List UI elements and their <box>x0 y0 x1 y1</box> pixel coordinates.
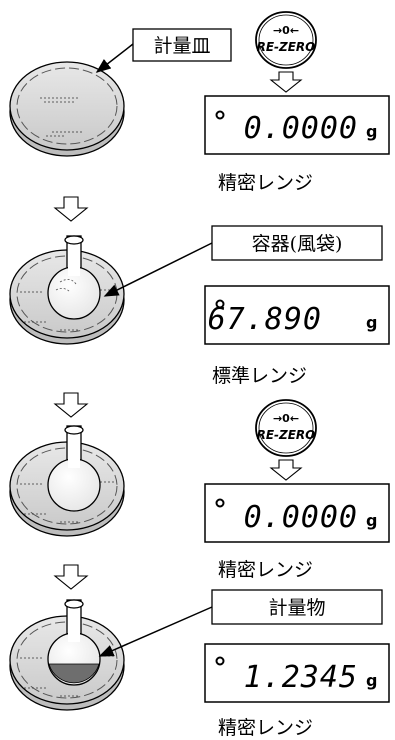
pan-label: 計量皿 <box>153 35 210 57</box>
range-label: 標準レンジ <box>212 365 307 387</box>
stable-indicator-icon <box>215 110 225 120</box>
rezero-key: →0← RE-ZERO <box>255 11 317 69</box>
display-reading: 67.890 <box>208 302 322 337</box>
sample-liquid <box>48 663 100 684</box>
range-label: 精密レンジ <box>218 717 313 739</box>
display-panel: 0.0000 g <box>204 483 390 543</box>
sample-label: 計量物 <box>268 597 325 619</box>
hollow-down-arrow-icon <box>269 459 303 481</box>
step-4: 計量物 1.2345 g 精密レンジ <box>9 589 390 739</box>
step-arrow-icon <box>53 564 89 590</box>
callout-sample: 計量物 <box>98 589 383 657</box>
step-arrow-icon <box>53 392 89 418</box>
stable-indicator-icon <box>215 299 225 309</box>
weighing-pan <box>9 61 125 157</box>
rezero-symbol: →0← <box>273 412 299 425</box>
flask-icon <box>47 235 101 320</box>
callout-pan: 計量皿 <box>95 28 232 73</box>
display-panel: 67.890 g <box>204 285 390 345</box>
display-unit: g <box>366 511 377 530</box>
stable-indicator-icon <box>215 656 225 666</box>
display-reading: 1.2345 <box>244 660 358 695</box>
rezero-key: →0← RE-ZERO <box>255 399 317 457</box>
display-unit: g <box>366 122 377 141</box>
display-reading: 0.0000 <box>244 111 358 146</box>
stable-indicator-icon <box>215 498 225 508</box>
display-unit: g <box>366 313 377 332</box>
step-2: 容器(風袋) 67.890 g 標準レンジ <box>9 225 390 387</box>
step-1: 計量皿 →0← RE-ZERO 0.0000 g 精密レンジ <box>9 11 390 194</box>
range-label: 精密レンジ <box>218 559 313 581</box>
callout-container: 容器(風袋) <box>103 225 383 297</box>
display-panel: 1.2345 g <box>204 643 390 703</box>
display-reading: 0.0000 <box>244 500 358 535</box>
hollow-down-arrow-icon <box>269 71 303 93</box>
rezero-label: RE-ZERO <box>257 40 316 54</box>
rezero-symbol: →0← <box>273 24 299 37</box>
flask-icon <box>47 425 101 512</box>
container-label: 容器(風袋) <box>252 233 343 255</box>
range-label: 精密レンジ <box>218 172 313 194</box>
display-panel: 0.0000 g <box>204 95 390 155</box>
step-arrow-icon <box>53 196 89 222</box>
flask-icon <box>47 599 101 686</box>
step-3: →0← RE-ZERO 0.0000 g 精密レンジ <box>9 399 390 581</box>
rezero-label: RE-ZERO <box>257 428 316 442</box>
display-unit: g <box>366 671 377 690</box>
